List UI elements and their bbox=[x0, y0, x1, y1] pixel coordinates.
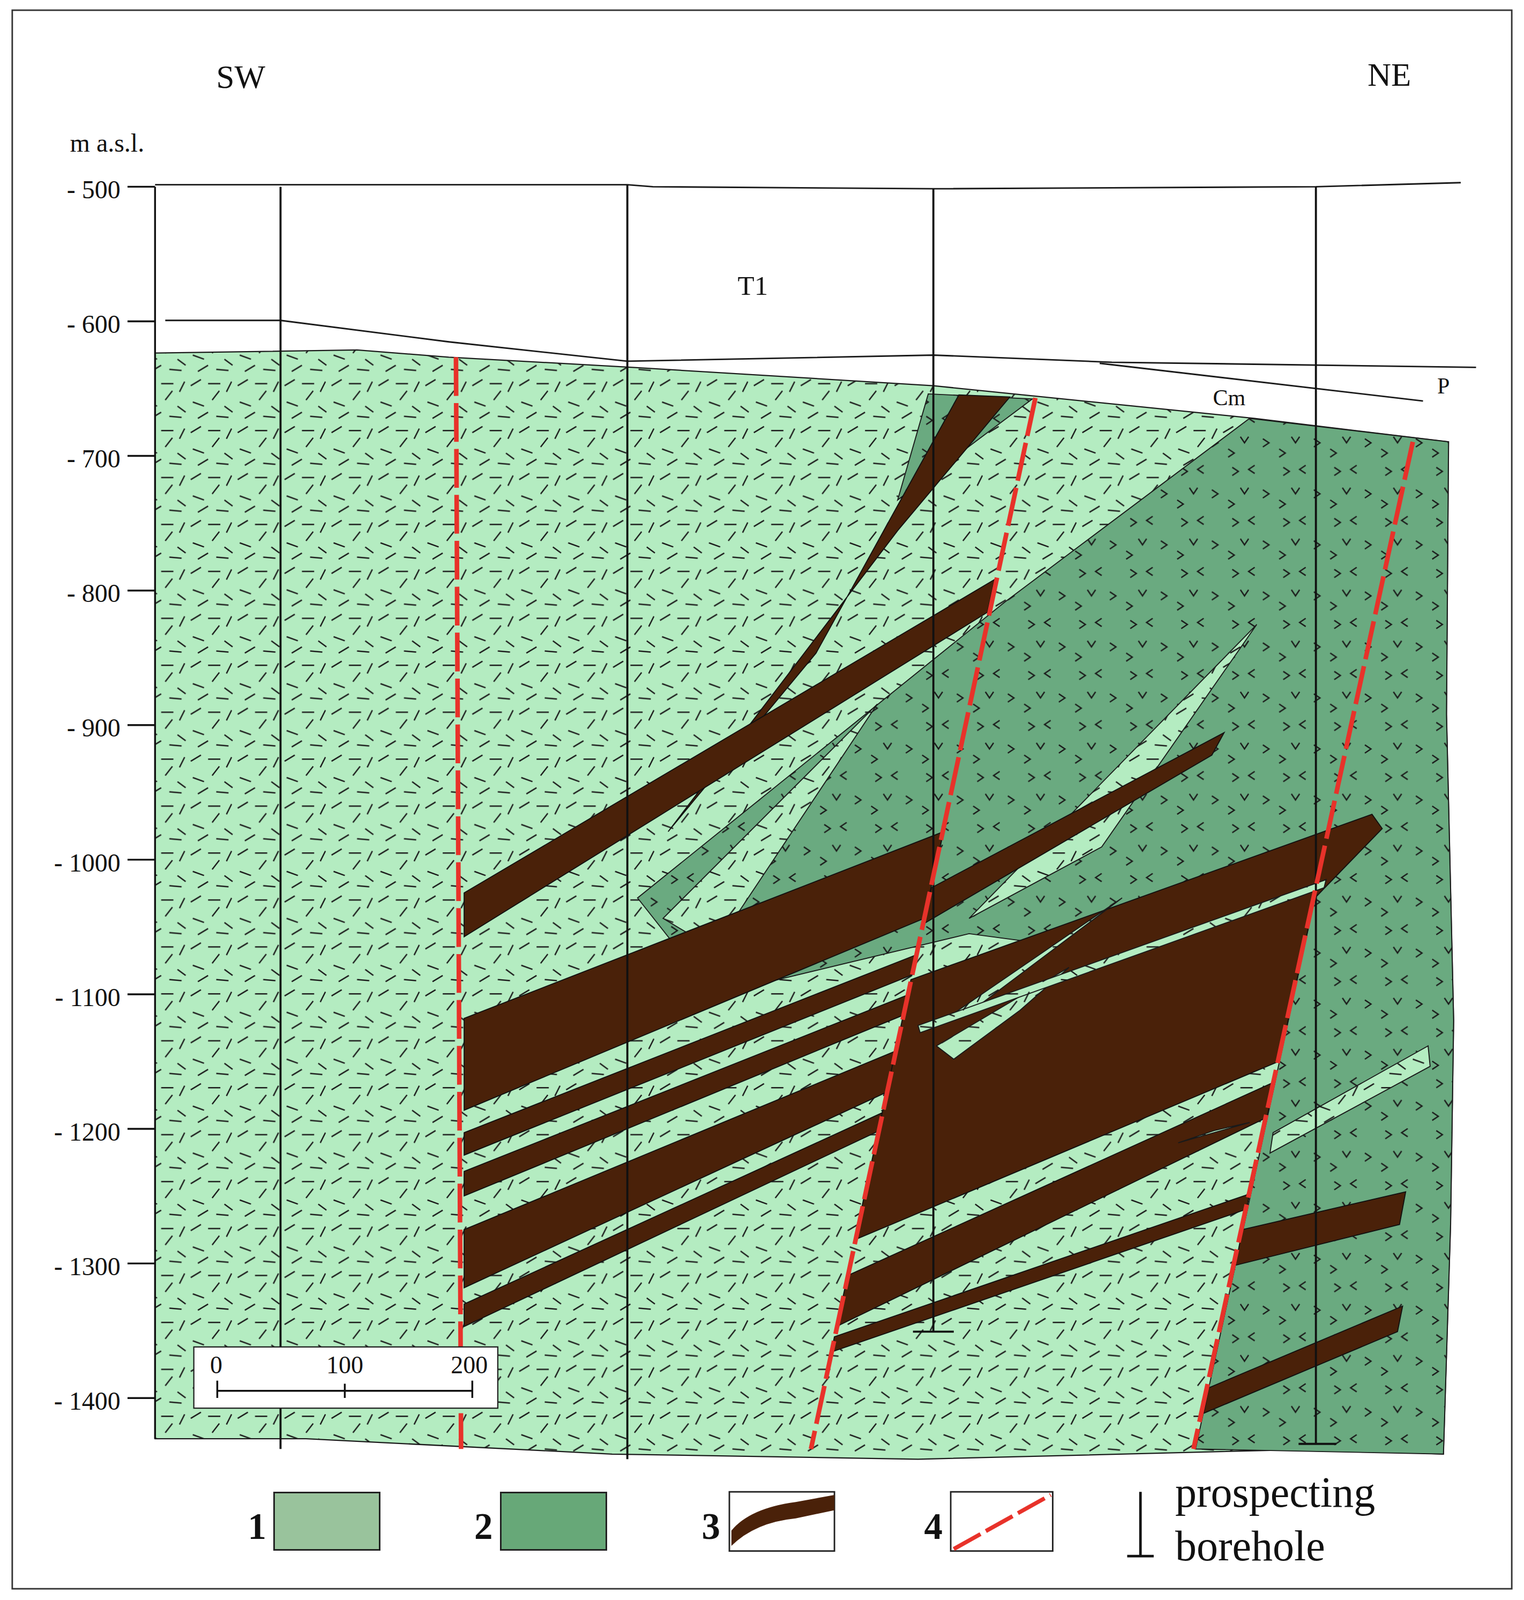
rock-body bbox=[154, 349, 1454, 1459]
axis-tick-label: - 600 bbox=[66, 311, 121, 338]
axis-tick-label: - 800 bbox=[66, 580, 121, 607]
legend-label: 1 bbox=[247, 1507, 267, 1545]
faults bbox=[456, 356, 1414, 1449]
coal-seams bbox=[464, 394, 1406, 1414]
legend-swatch bbox=[273, 1491, 381, 1551]
direction-label: NE bbox=[1367, 57, 1411, 91]
seam-partings bbox=[917, 879, 1326, 1143]
legend-label: 2 bbox=[474, 1507, 493, 1545]
axis-tick-label: - 1300 bbox=[54, 1253, 121, 1280]
axis-tick-label: - 500 bbox=[66, 176, 121, 203]
axis-tick-label: - 1100 bbox=[54, 984, 121, 1011]
legend-label: prospecting borehole bbox=[1175, 1465, 1444, 1573]
stratum-label: P bbox=[1435, 374, 1452, 398]
stratum-label: T1 bbox=[737, 272, 769, 300]
axis-tick-label: - 1200 bbox=[54, 1118, 121, 1145]
axis-tick-label: - 1400 bbox=[54, 1387, 121, 1414]
axis-tick-label: - 900 bbox=[66, 714, 121, 741]
frame bbox=[12, 10, 1512, 1589]
axis-title: m a.s.l. bbox=[70, 130, 145, 156]
legend-samples bbox=[729, 1491, 1154, 1556]
direction-label: SW bbox=[216, 60, 266, 93]
axis-tick-label: - 1000 bbox=[54, 849, 121, 876]
axis-tick-label: - 700 bbox=[66, 445, 121, 472]
legend-label: 3 bbox=[701, 1507, 721, 1545]
legend-swatch bbox=[499, 1491, 608, 1551]
scale-bar bbox=[193, 1346, 498, 1408]
scale-label: 0 bbox=[210, 1352, 223, 1378]
scale-label: 100 bbox=[326, 1352, 364, 1378]
legend-label: 4 bbox=[924, 1507, 944, 1545]
stratum-label: Cm bbox=[1211, 386, 1248, 409]
boreholes bbox=[280, 184, 1336, 1460]
depth-axis bbox=[127, 186, 155, 1439]
scale-label: 200 bbox=[450, 1352, 488, 1378]
